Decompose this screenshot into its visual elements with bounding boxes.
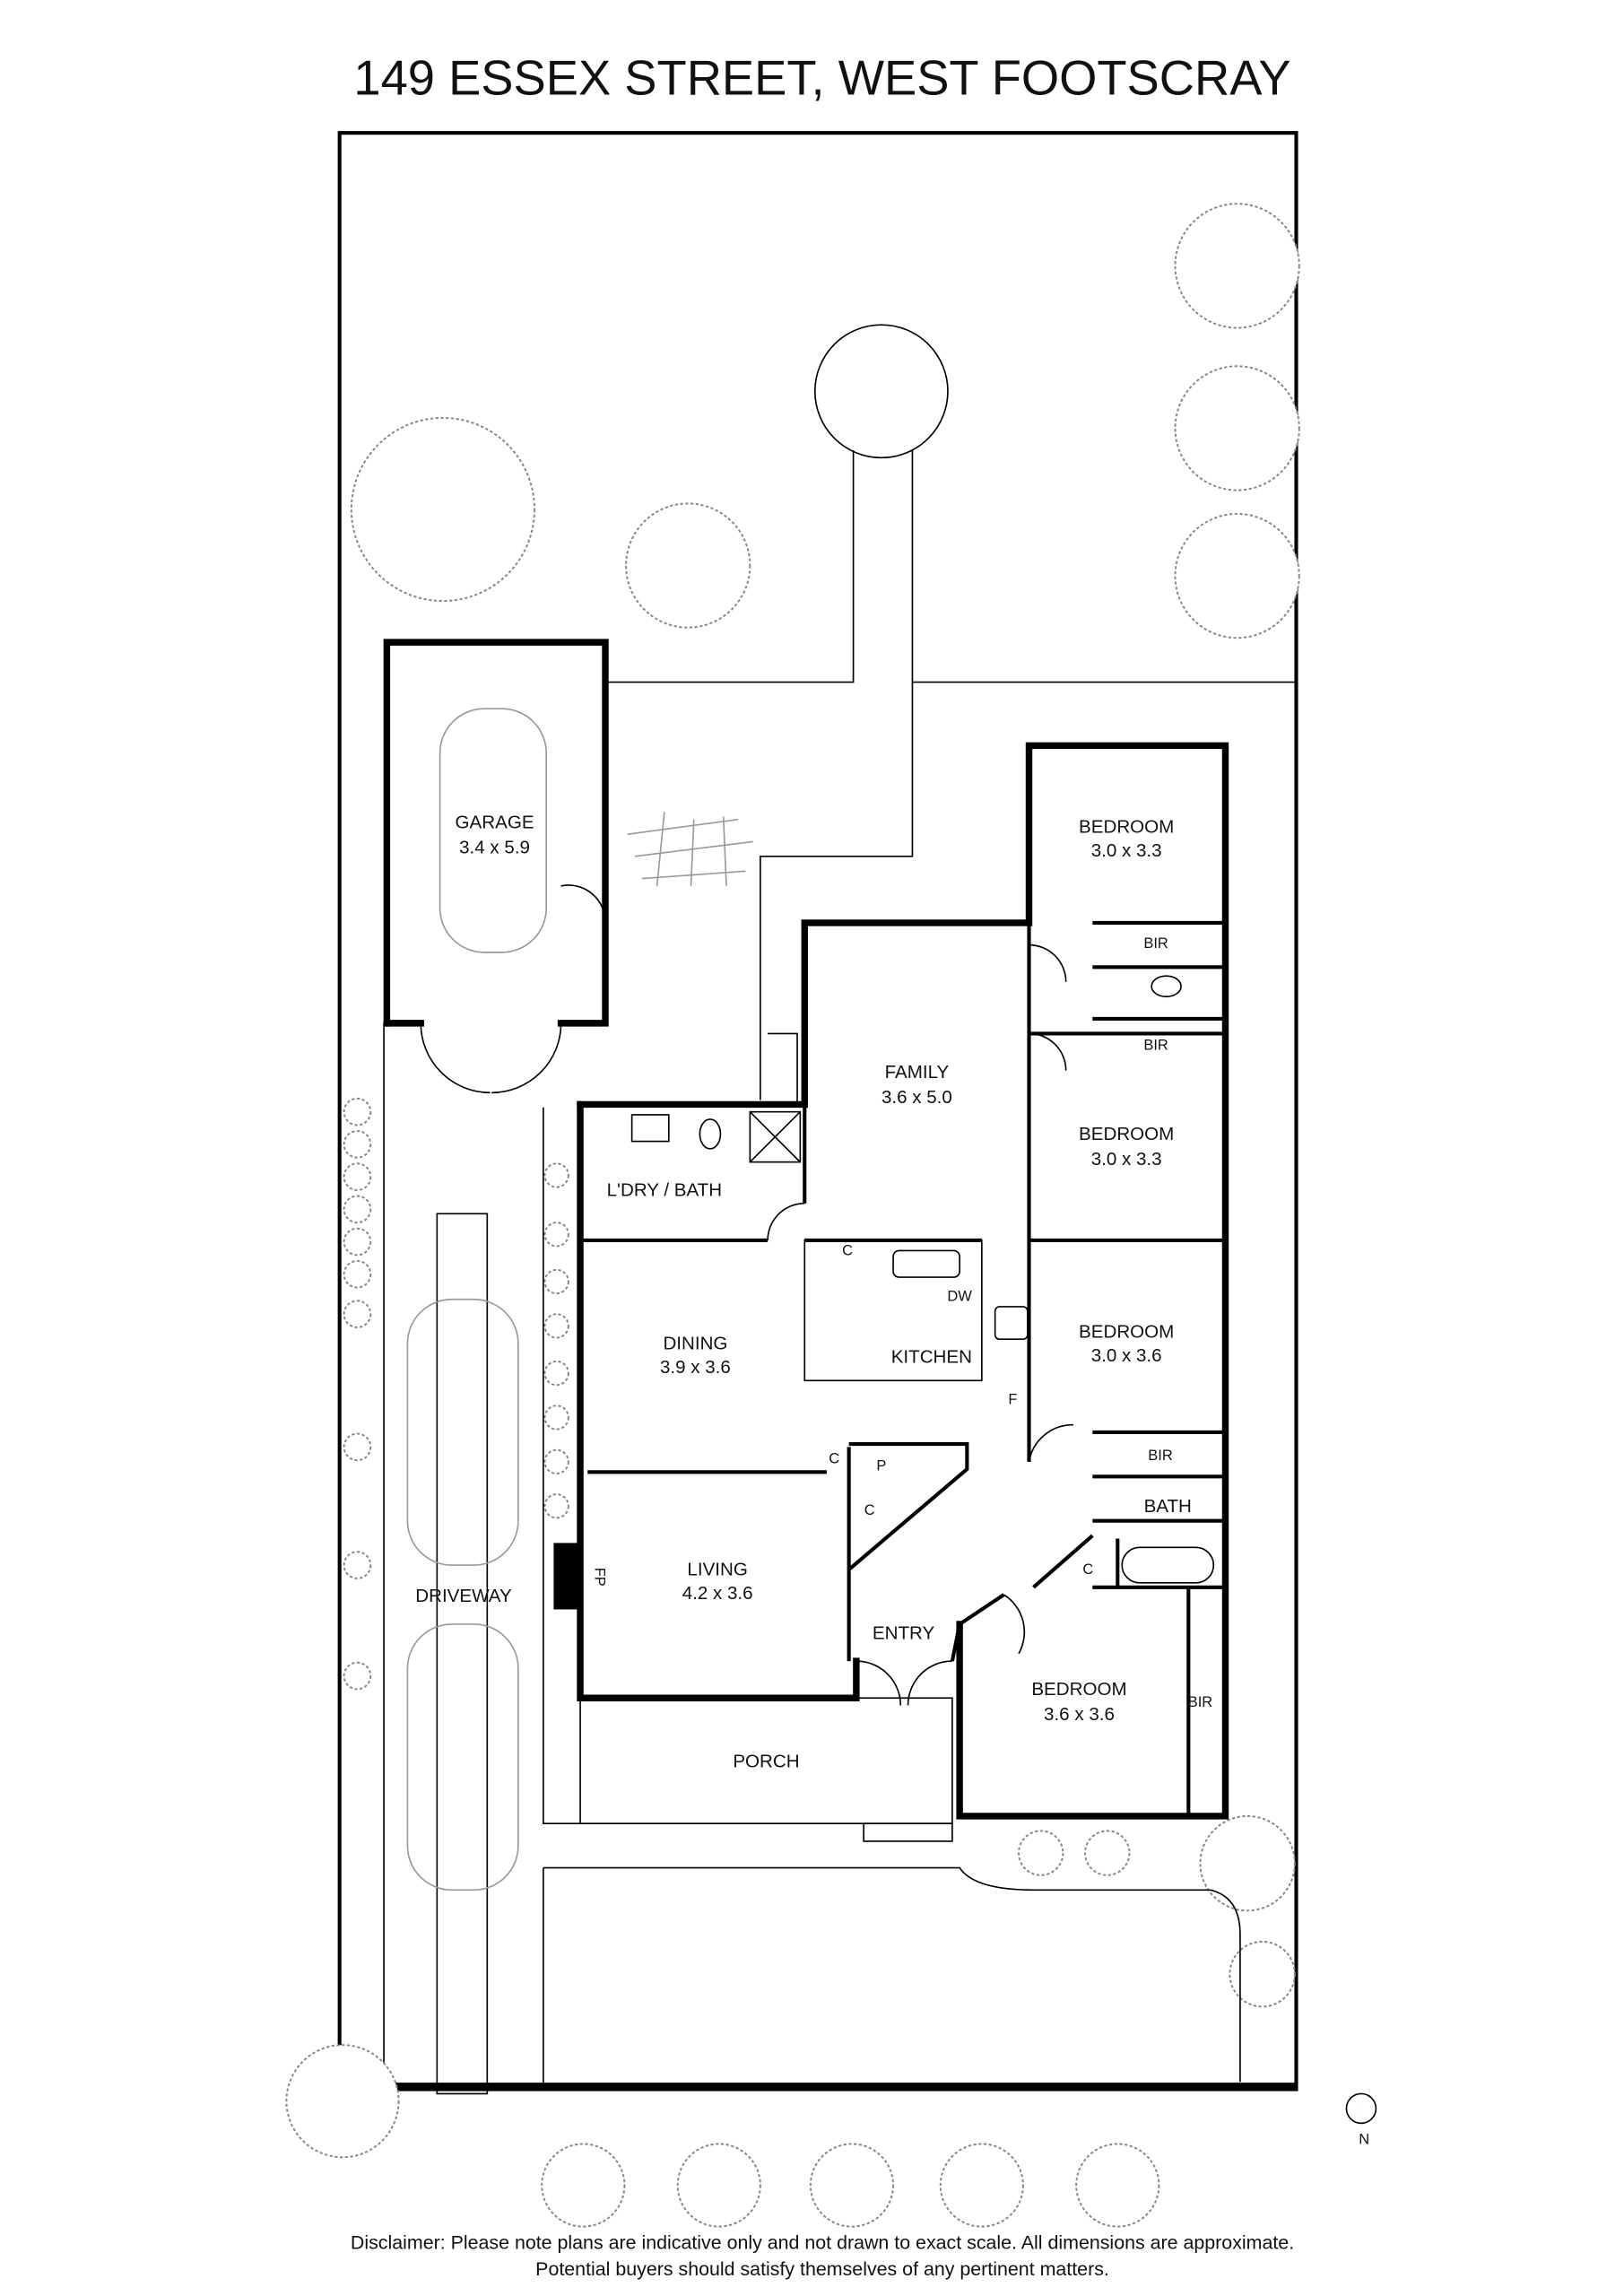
cupboard-label: C — [1082, 1561, 1093, 1578]
fireplace-label: FP — [591, 1568, 607, 1587]
bedroom4-size: 3.6 x 3.6 — [1044, 1704, 1115, 1725]
living-size: 4.2 x 3.6 — [682, 1583, 753, 1604]
bedroom1-size: 3.0 x 3.3 — [1091, 840, 1162, 861]
page-title: 149 ESSEX STREET, WEST FOOTSCRAY — [353, 50, 1290, 105]
property-boundary — [337, 131, 1298, 2092]
room-labels: GARAGE 3.4 x 5.9 BEDROOM 3.0 x 3.3 BIR B… — [415, 813, 1212, 1772]
dining-size: 3.9 x 3.6 — [660, 1357, 731, 1378]
bir-label: BIR — [1188, 1694, 1213, 1710]
kitchen-label: KITCHEN — [891, 1347, 972, 1368]
bedroom3-label: BEDROOM — [1079, 1322, 1174, 1343]
laundry-label: L'DRY / BATH — [607, 1180, 723, 1201]
driveway — [406, 1213, 519, 2095]
compass-icon: N — [1345, 2091, 1377, 2147]
bedroom3-size: 3.0 x 3.6 — [1091, 1345, 1162, 1366]
garage — [383, 639, 609, 1094]
cupboard-label: C — [842, 1242, 853, 1258]
cupboard-label: C — [829, 1450, 839, 1466]
family-size: 3.6 x 5.0 — [881, 1087, 952, 1108]
disclaimer-line1: Disclaimer: Please note plans are indica… — [351, 2231, 1294, 2253]
dining-label: DINING — [663, 1334, 727, 1354]
entry-label: ENTRY — [873, 1622, 935, 1643]
bir-label: BIR — [1148, 1448, 1173, 1464]
trees — [285, 203, 1300, 2228]
porch-path — [543, 1107, 1241, 2087]
compass-north-label: N — [1359, 2131, 1369, 2147]
driveway-label: DRIVEWAY — [415, 1586, 512, 1606]
bedroom2-size: 3.0 x 3.3 — [1091, 1149, 1162, 1170]
house-walls — [553, 742, 1229, 1820]
disclaimer-line2: Potential buyers should satisfy themselv… — [535, 2258, 1109, 2280]
garage-size: 3.4 x 5.9 — [459, 838, 530, 858]
family-label: FAMILY — [885, 1062, 950, 1083]
dishwasher-label: DW — [947, 1288, 972, 1304]
cupboard-label: C — [864, 1502, 875, 1518]
pantry-label: P — [876, 1458, 886, 1474]
bedroom1-label: BEDROOM — [1079, 817, 1174, 838]
brick-paving-icon — [627, 812, 753, 886]
backyard-path — [605, 324, 1297, 1105]
porch-label: PORCH — [733, 1752, 799, 1772]
bedroom2-label: BEDROOM — [1079, 1124, 1174, 1144]
bir-label: BIR — [1143, 935, 1168, 952]
fridge-label: F — [1008, 1392, 1017, 1408]
bath-label: BATH — [1144, 1496, 1192, 1517]
bir-label: BIR — [1143, 1038, 1168, 1054]
living-label: LIVING — [687, 1560, 747, 1580]
bedroom4-label: BEDROOM — [1031, 1679, 1126, 1700]
garage-label: GARAGE — [456, 813, 534, 833]
